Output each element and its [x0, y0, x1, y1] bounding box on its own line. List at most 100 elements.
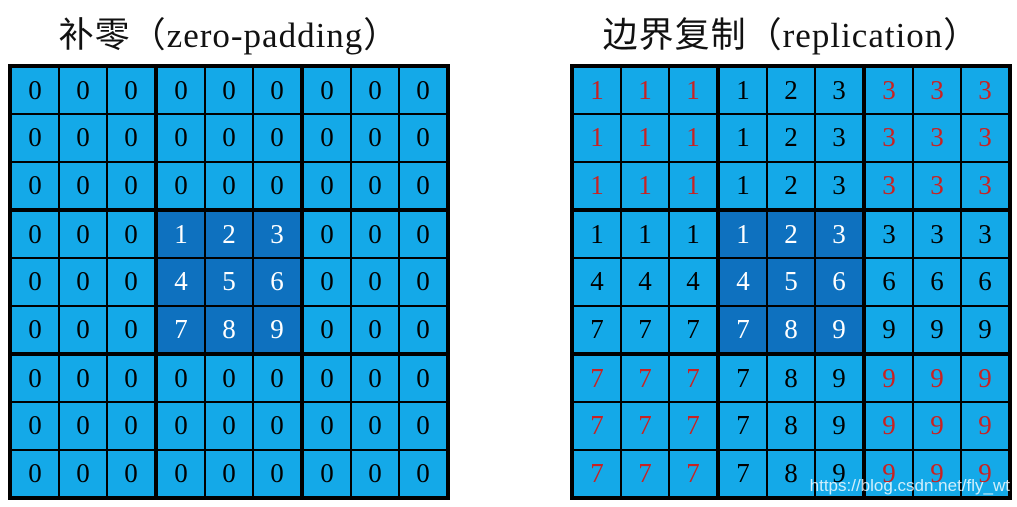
grid-cell: 9	[866, 356, 912, 402]
grid-cell: 1	[622, 212, 668, 258]
grid-cell: 0	[108, 212, 154, 258]
grid-cell: 0	[108, 115, 154, 161]
grid-cell: 3	[866, 212, 912, 258]
grid-cell: 0	[254, 403, 300, 449]
grid-cell: 7	[720, 356, 766, 402]
grid-cell: 0	[304, 162, 350, 208]
grid-cell: 0	[304, 356, 350, 402]
grid-cell: 0	[60, 212, 106, 258]
grid-cell: 0	[400, 212, 446, 258]
grid-cell: 0	[158, 403, 204, 449]
grid-cell: 0	[206, 450, 252, 496]
grid-cell: 0	[400, 68, 446, 114]
grid-cell: 1	[670, 68, 716, 114]
grid-cell: 7	[720, 306, 766, 352]
grid-cell: 0	[108, 306, 154, 352]
grid-cell: 0	[352, 450, 398, 496]
grid-cell: 0	[254, 115, 300, 161]
grid-cell: 3	[914, 162, 960, 208]
grid-cell: 0	[108, 403, 154, 449]
grid-cell: 0	[352, 68, 398, 114]
grid-cell: 0	[12, 403, 58, 449]
grid-cell: 4	[622, 259, 668, 305]
grid-cell: 8	[768, 403, 814, 449]
grid-cell: 0	[206, 115, 252, 161]
grid-cell: 7	[574, 306, 620, 352]
grid-cell: 6	[816, 259, 862, 305]
grid-cell: 1	[574, 68, 620, 114]
grid-cell: 3	[866, 162, 912, 208]
grid-cell: 1	[574, 162, 620, 208]
grid-cell: 9	[962, 450, 1008, 496]
grid-cell: 1	[720, 162, 766, 208]
grid-cell: 0	[400, 356, 446, 402]
grid-cell: 9	[962, 306, 1008, 352]
grid-cell: 9	[962, 403, 1008, 449]
grid-cell: 3	[816, 212, 862, 258]
grid-cell: 0	[400, 162, 446, 208]
grid-cell: 0	[60, 403, 106, 449]
grid-cell: 0	[158, 115, 204, 161]
grid-cell: 7	[574, 403, 620, 449]
grid-cell: 0	[254, 162, 300, 208]
grid-cell: 2	[768, 162, 814, 208]
grid-cell: 6	[962, 259, 1008, 305]
grid-cell: 9	[816, 403, 862, 449]
grid-cell: 0	[12, 356, 58, 402]
grid-cell: 2	[768, 212, 814, 258]
grid-cell: 0	[254, 450, 300, 496]
grid-cell: 0	[12, 450, 58, 496]
grid-cell: 0	[352, 403, 398, 449]
grid-cell: 0	[108, 68, 154, 114]
grid-cell: 2	[768, 115, 814, 161]
grid-cell: 1	[622, 115, 668, 161]
grid-cell: 7	[622, 450, 668, 496]
grid-cell: 7	[670, 450, 716, 496]
grid-cell: 0	[400, 450, 446, 496]
grid-cell: 3	[866, 115, 912, 161]
grid-cell: 7	[720, 450, 766, 496]
grid-cell: 0	[400, 306, 446, 352]
grid-cell: 1	[574, 115, 620, 161]
grid-cell: 6	[866, 259, 912, 305]
grid-cell: 0	[60, 115, 106, 161]
title-replication: 边界复制（replication）	[602, 15, 980, 55]
grid-cell: 5	[206, 259, 252, 305]
grid-cell: 4	[158, 259, 204, 305]
grid-cell: 0	[304, 306, 350, 352]
grid-cell: 0	[108, 356, 154, 402]
grid-cell: 0	[352, 259, 398, 305]
grid-cell: 3	[962, 162, 1008, 208]
grid-cell: 9	[866, 450, 912, 496]
grid-cell: 3	[914, 115, 960, 161]
grid-cell: 0	[108, 259, 154, 305]
grid-cell: 0	[206, 162, 252, 208]
grid-cell: 0	[352, 306, 398, 352]
grid-cell: 0	[60, 450, 106, 496]
grid-cell: 0	[158, 356, 204, 402]
grid-cell: 0	[304, 403, 350, 449]
grid-cell: 9	[254, 306, 300, 352]
grid-cell: 0	[400, 259, 446, 305]
grid-cell: 0	[304, 68, 350, 114]
grid-cell: 1	[622, 68, 668, 114]
grid-cell: 0	[352, 115, 398, 161]
grid-cell: 0	[60, 162, 106, 208]
grid-cell: 0	[352, 212, 398, 258]
grid-cell: 0	[60, 356, 106, 402]
grid-cell: 0	[304, 115, 350, 161]
